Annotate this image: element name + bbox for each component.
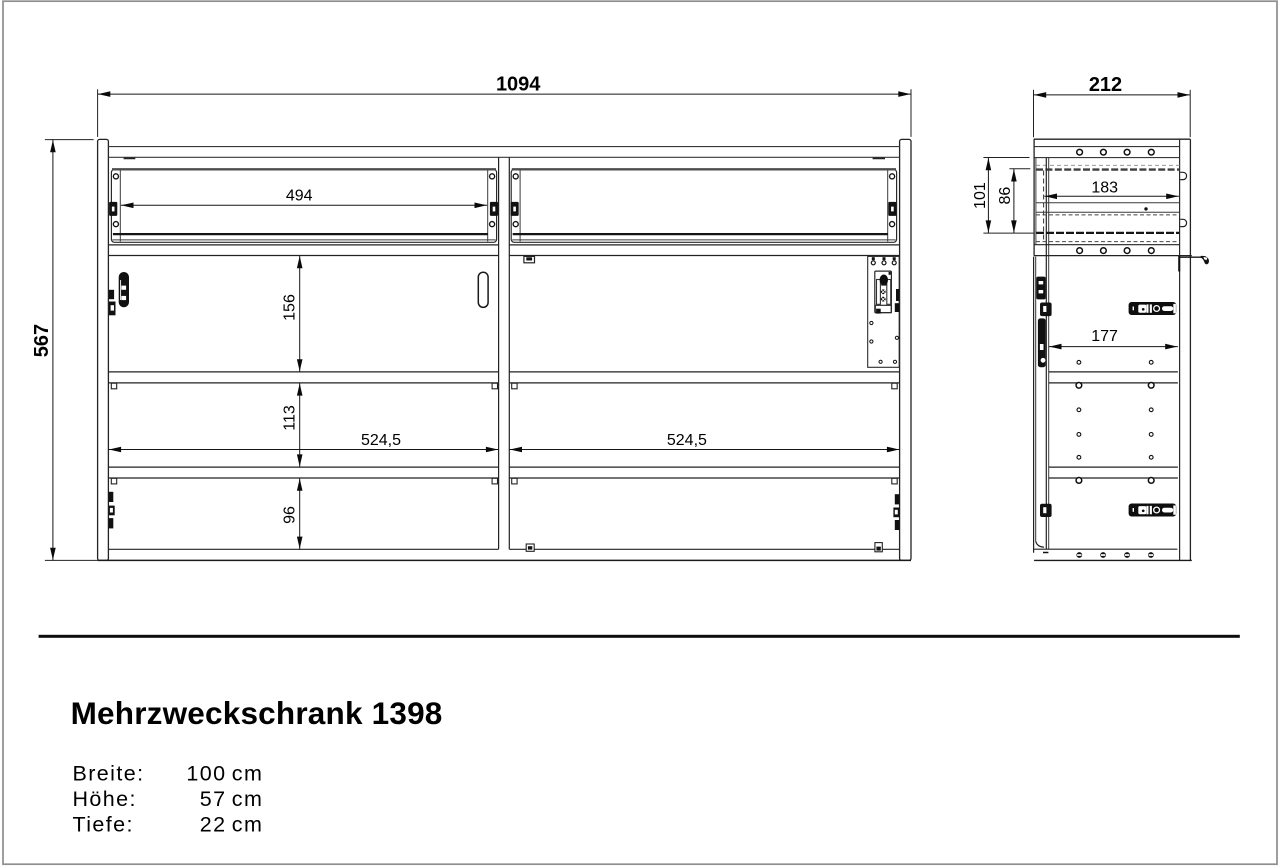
- svg-text:Höhe:: Höhe:: [73, 787, 137, 811]
- svg-text:100: 100: [186, 762, 226, 786]
- svg-text:cm: cm: [232, 813, 263, 837]
- svg-text:cm: cm: [232, 762, 263, 786]
- svg-text:Tiefe:: Tiefe:: [73, 813, 134, 837]
- svg-text:156: 156: [282, 294, 299, 321]
- svg-text:524,5: 524,5: [667, 432, 707, 449]
- svg-text:177: 177: [1091, 328, 1118, 345]
- svg-text:Breite:: Breite:: [73, 762, 145, 786]
- svg-text:57: 57: [200, 787, 227, 811]
- svg-text:1094: 1094: [496, 73, 541, 95]
- svg-text:113: 113: [282, 405, 299, 431]
- svg-text:22: 22: [200, 813, 227, 837]
- svg-text:cm: cm: [232, 787, 263, 811]
- svg-text:567: 567: [31, 324, 53, 357]
- svg-text:212: 212: [1089, 74, 1122, 96]
- svg-text:Mehrzweckschrank 1398: Mehrzweckschrank 1398: [71, 695, 443, 731]
- svg-text:524,5: 524,5: [361, 432, 401, 449]
- svg-text:96: 96: [282, 506, 299, 524]
- svg-text:183: 183: [1091, 180, 1118, 197]
- svg-text:494: 494: [286, 188, 313, 205]
- svg-text:86: 86: [997, 187, 1014, 205]
- svg-text:101: 101: [972, 182, 989, 209]
